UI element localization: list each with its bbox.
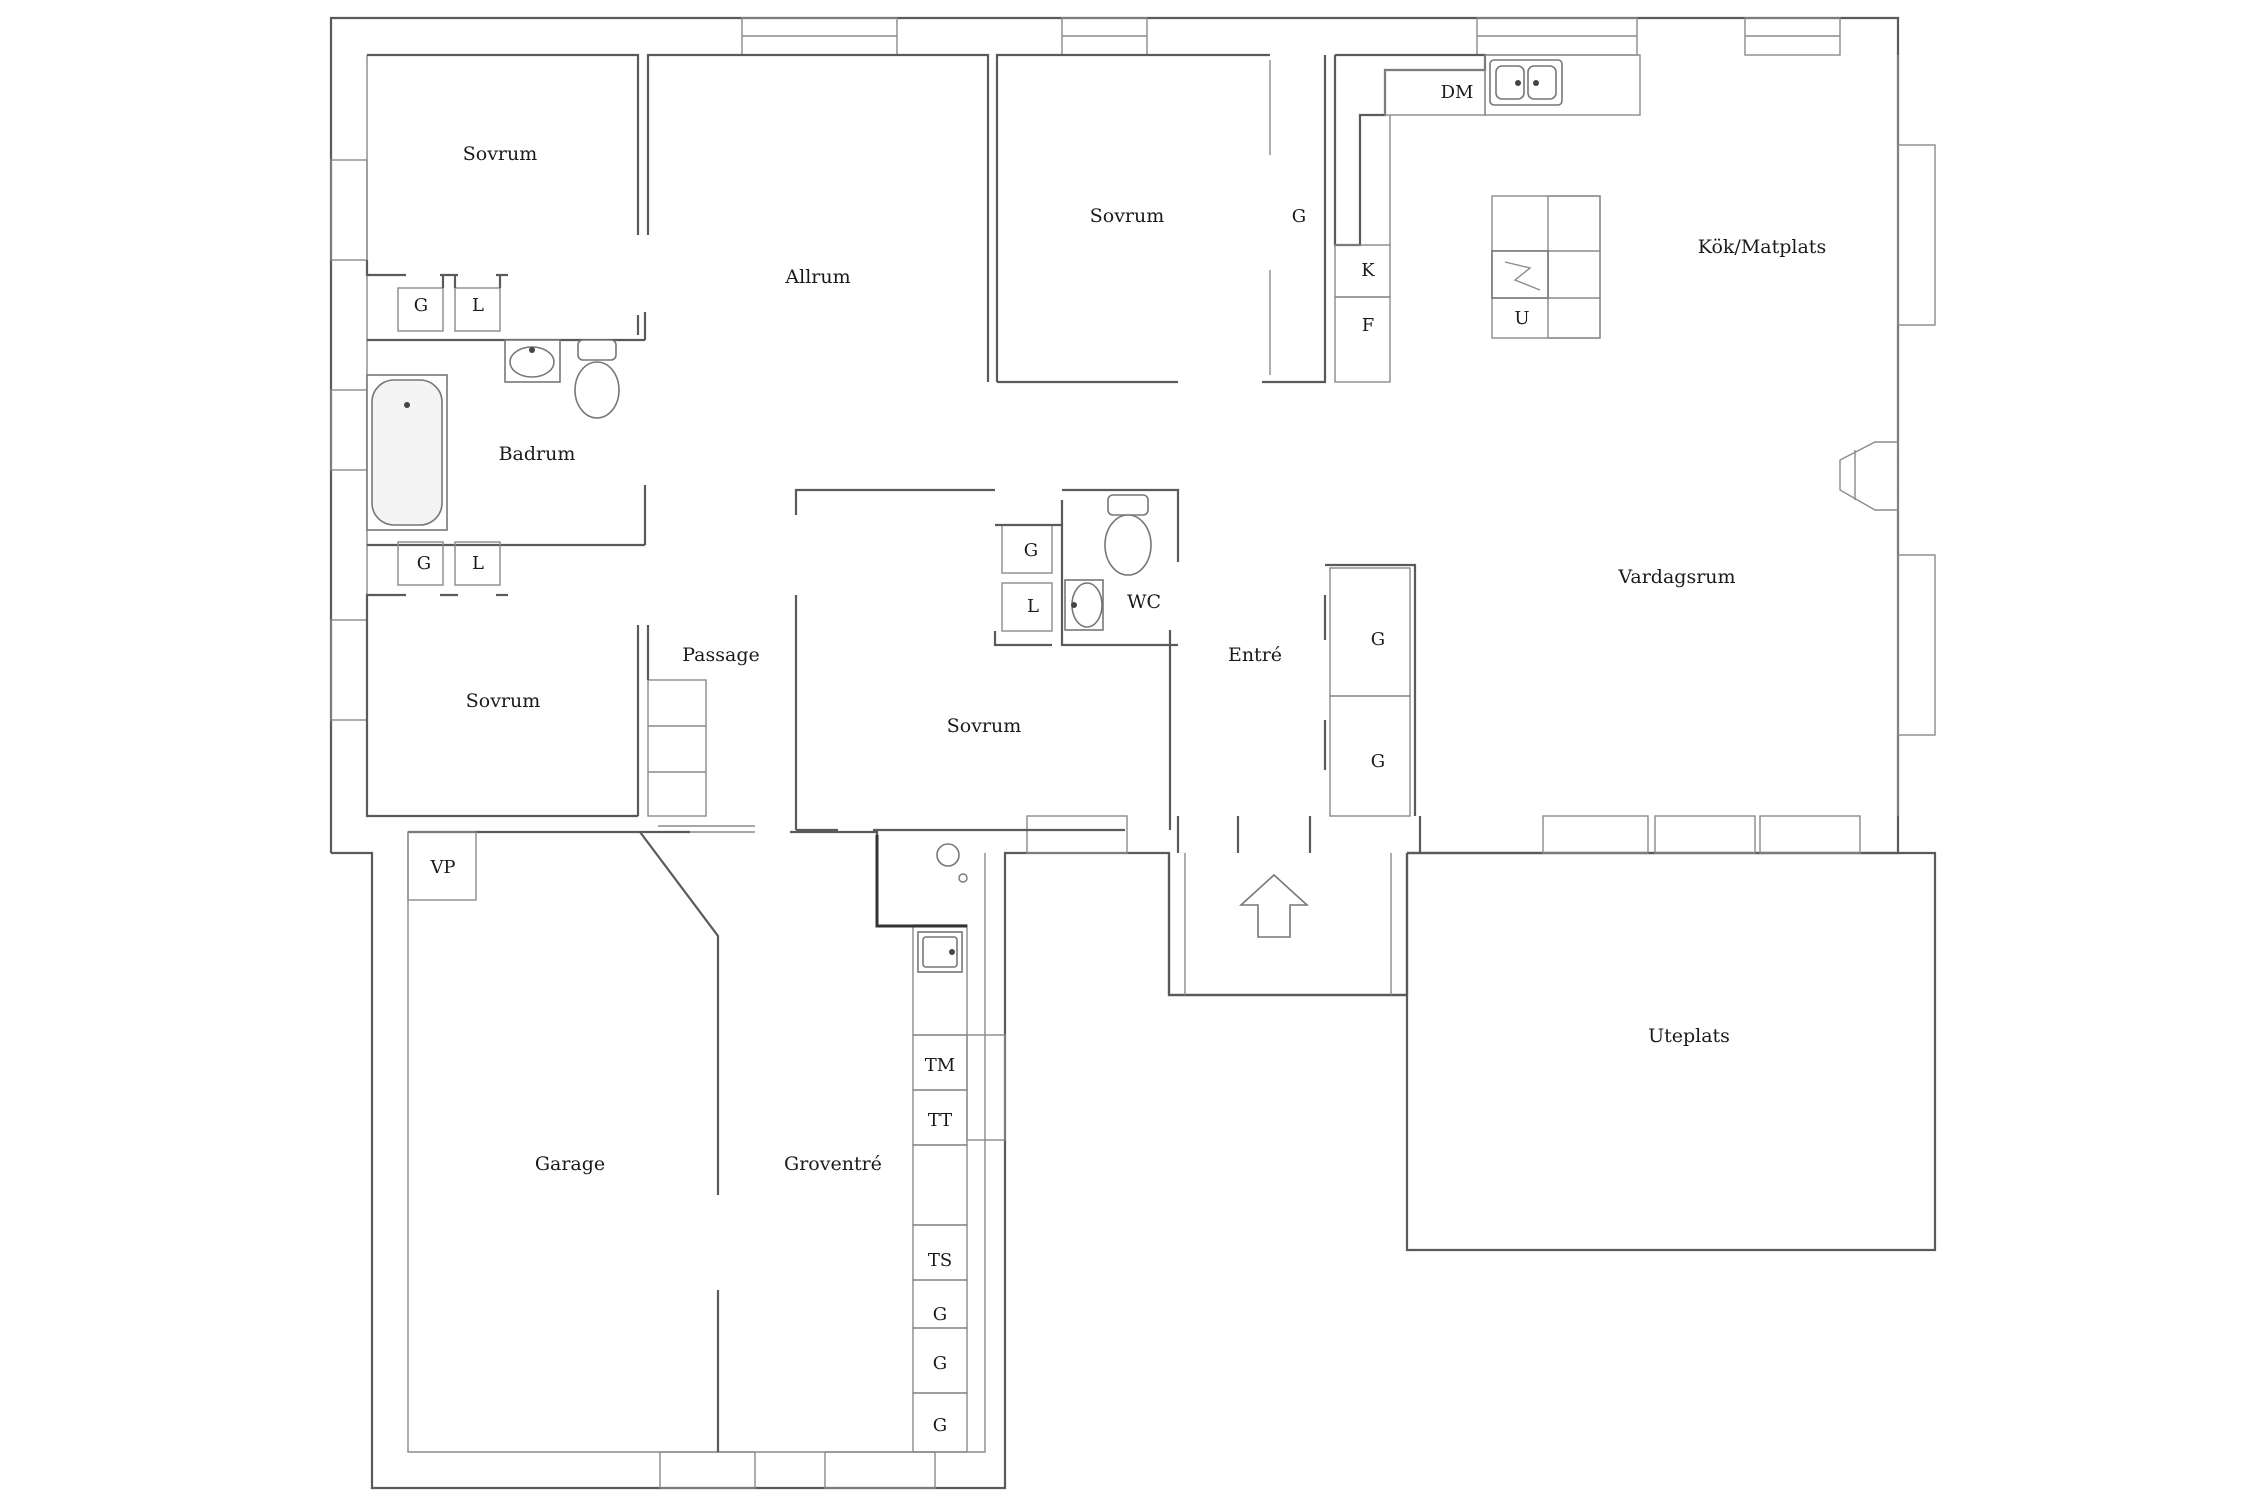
linen-label: L	[1027, 596, 1039, 617]
wardrobe-label: G	[414, 295, 428, 316]
room-label-sovrum: Sovrum	[1090, 205, 1165, 227]
room-label-entre: Entré	[1228, 644, 1282, 666]
dishwasher-label: DM	[1441, 82, 1474, 103]
sink-icon	[1064, 579, 1104, 631]
heat-pump-label: VP	[429, 857, 455, 878]
room-label-badrum: Badrum	[499, 443, 576, 465]
bathtub-icon	[366, 374, 448, 531]
room-label-sovrum: Sovrum	[947, 715, 1022, 737]
room-label-sovrum: Sovrum	[463, 143, 538, 165]
room-label-uteplats: Uteplats	[1648, 1025, 1730, 1047]
shower-icon	[936, 843, 968, 883]
fixture-labels: G L G L G DM K F U G L G G VP TM TT TS G…	[414, 82, 1530, 1436]
room-labels: Sovrum Allrum Sovrum Kök/Matplats Badrum…	[463, 143, 1826, 1175]
windows	[330, 17, 1936, 1489]
wardrobe-label: G	[417, 553, 431, 574]
room-label-kok: Kök/Matplats	[1698, 236, 1826, 258]
wardrobe-label: G	[933, 1415, 947, 1436]
kitchen-sink-icon	[1489, 59, 1563, 106]
toilet-icon	[574, 339, 620, 419]
tumble-dryer-label: TT	[928, 1110, 952, 1131]
wardrobe-label: G	[1292, 206, 1306, 227]
linen-label: L	[472, 553, 484, 574]
wardrobe-label: G	[1371, 751, 1385, 772]
wardrobe-label: G	[1024, 540, 1038, 561]
room-label-groventre: Groventré	[784, 1153, 882, 1175]
sink-icon	[504, 339, 561, 383]
entrance-arrow-icon	[1238, 873, 1310, 938]
room-label-garage: Garage	[535, 1153, 605, 1175]
drying-cabinet-label: TS	[928, 1250, 952, 1271]
laundry-sink-icon	[917, 931, 963, 973]
wardrobe-label: G	[933, 1304, 947, 1325]
linen-label: L	[472, 295, 484, 316]
room-label-sovrum: Sovrum	[466, 690, 541, 712]
exterior-walls	[329, 16, 1937, 1490]
room-label-passage: Passage	[682, 644, 760, 666]
toilet-icon	[1104, 494, 1152, 576]
wardrobe-label: G	[1371, 629, 1385, 650]
room-label-vardagsrum: Vardagsrum	[1617, 566, 1735, 588]
oven-label: U	[1514, 308, 1529, 329]
room-label-wc: WC	[1127, 591, 1161, 613]
stove-icon	[1491, 250, 1549, 299]
interior-walls	[365, 53, 1899, 1453]
fridge-label: K	[1361, 260, 1375, 281]
room-label-allrum: Allrum	[784, 266, 850, 288]
washing-machine-label: TM	[925, 1055, 955, 1076]
freezer-label: F	[1362, 315, 1375, 336]
wardrobe-label: G	[933, 1353, 947, 1374]
